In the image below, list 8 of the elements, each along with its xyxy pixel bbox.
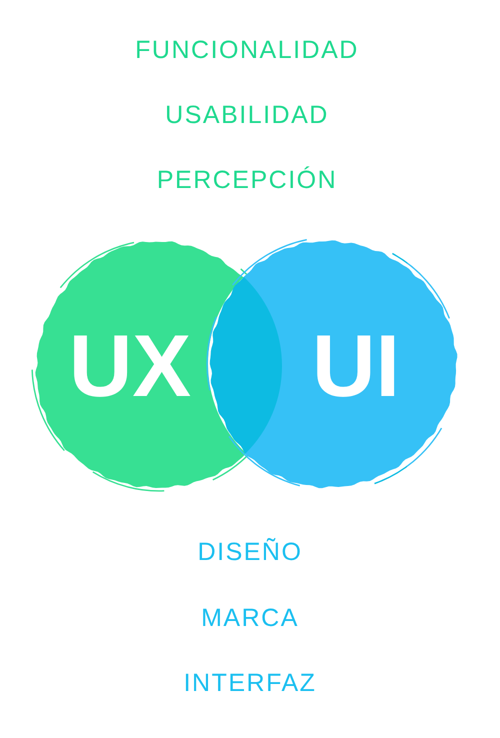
circle-label: UX <box>68 322 192 410</box>
feature-label: DISEÑO <box>198 538 302 567</box>
feature-label: MARCA <box>201 604 299 633</box>
circle-label: UI <box>312 322 400 410</box>
feature-label: USABILIDAD <box>165 101 329 130</box>
feature-label: PERCEPCIÓN <box>156 166 338 195</box>
feature-label: FUNCIONALIDAD <box>135 36 359 65</box>
feature-label: INTERFAZ <box>184 669 316 698</box>
